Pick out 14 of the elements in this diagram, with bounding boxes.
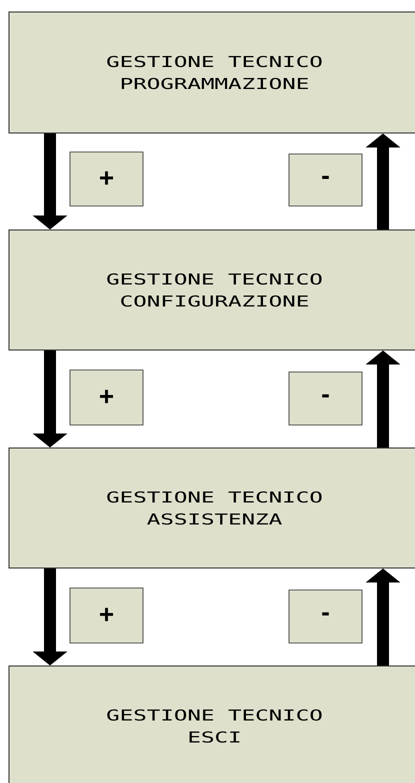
key-button: -: [288, 590, 362, 644]
key-button: +: [70, 370, 144, 426]
screen-text: GESTIONE TECNICO CONFIGURAZIONE: [107, 273, 322, 307]
lcd-screen: [8, 448, 415, 568]
lcd-screen: [8, 666, 415, 783]
key-button: +: [70, 152, 144, 206]
screen-text: GESTIONE TECNICO PROGRAMMAZIONE: [107, 56, 322, 90]
key-button: -: [288, 154, 362, 206]
screen-text: GESTIONE TECNICO ASSISTENZA: [107, 491, 322, 525]
lcd-screen: [8, 230, 415, 350]
key-button: +: [70, 588, 144, 644]
screen-text: GESTIONE TECNICO ESCI: [107, 709, 322, 743]
key-button: -: [288, 372, 362, 426]
lcd-screen: [8, 12, 415, 134]
